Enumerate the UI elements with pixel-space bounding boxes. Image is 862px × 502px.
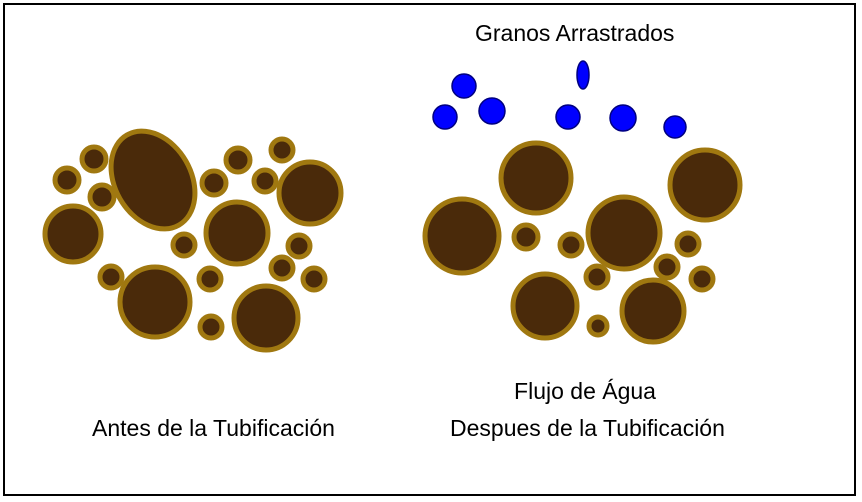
grain [586,314,610,338]
grain [422,196,502,276]
grain [285,232,313,260]
grain [170,231,198,259]
dragged-grain [663,115,687,139]
grain [585,194,663,272]
grain [510,271,580,341]
grains-before [42,128,344,353]
after-label: Despues de la Tubificación [450,415,725,441]
grain [52,165,82,195]
dragged-grain [555,104,581,130]
grains-after [422,140,743,345]
grain [688,265,716,293]
dragged-grain [451,73,477,99]
grain [557,231,585,259]
grain [653,253,681,281]
grain [667,147,743,223]
water-flow-label: Flujo de Água [514,378,656,404]
grain [511,222,541,252]
grain [203,199,271,267]
grain [79,144,109,174]
grain [231,283,301,353]
before-label: Antes de la Tubificación [92,415,335,441]
dragged-grain [609,104,637,132]
grain [196,265,224,293]
grain [97,263,125,291]
grain [251,167,279,195]
grain [87,182,117,212]
grain [583,263,611,291]
grain [223,145,253,175]
grain [619,277,687,345]
grain [498,140,574,216]
grain [42,203,104,265]
dragged-grains [432,60,687,139]
dragged-grains-label: Granos Arrastrados [475,20,675,46]
grain [674,230,702,258]
grain [276,159,344,227]
dragged-grain [478,97,506,125]
grain-elongated [108,128,198,232]
grain [268,136,296,164]
grain [117,264,193,340]
dragged-grain [432,104,458,130]
grain [300,265,328,293]
grain [197,313,225,341]
grain [199,168,229,198]
dragged-grain [576,60,590,90]
grain [268,254,296,282]
